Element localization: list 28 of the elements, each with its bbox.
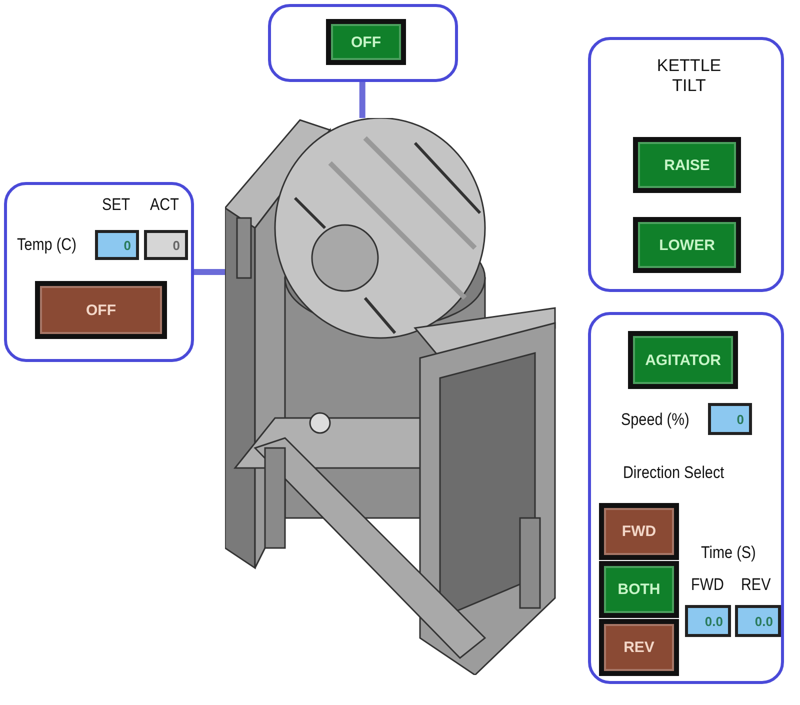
both-button: BOTH: [599, 561, 679, 618]
time-field: 0.0: [735, 605, 781, 637]
connector-line: [194, 269, 225, 275]
control-panel: [4, 182, 194, 362]
field-label: Temp (C): [17, 235, 76, 255]
connector-line: [359, 82, 366, 118]
field-label: Speed (%): [621, 410, 690, 430]
speed-field: 0: [708, 403, 752, 435]
raise-button: RAISE: [633, 137, 741, 193]
power-button: OFF: [35, 281, 167, 339]
control-panel: [588, 37, 784, 292]
reverse-button: REV: [599, 619, 679, 676]
setpoint-field: 0: [95, 230, 139, 260]
time-field: 0.0: [685, 605, 731, 637]
control-panel: [268, 4, 458, 82]
power-button: OFF: [326, 19, 406, 65]
forward-button: FWD: [599, 503, 679, 560]
column-heading: REV: [741, 575, 771, 595]
column-heading: FWD: [691, 575, 724, 595]
section-heading: Direction Select: [623, 463, 724, 483]
readout-field: 0: [144, 230, 188, 260]
control-panel: [588, 312, 784, 684]
field-label: Time (S): [701, 543, 756, 563]
panel-heading: KETTLE TILT: [656, 56, 722, 96]
lower-button: LOWER: [633, 217, 741, 273]
column-heading: ACT: [150, 195, 179, 215]
agitator-button: AGITATOR: [628, 331, 738, 389]
column-heading: SET: [102, 195, 130, 215]
